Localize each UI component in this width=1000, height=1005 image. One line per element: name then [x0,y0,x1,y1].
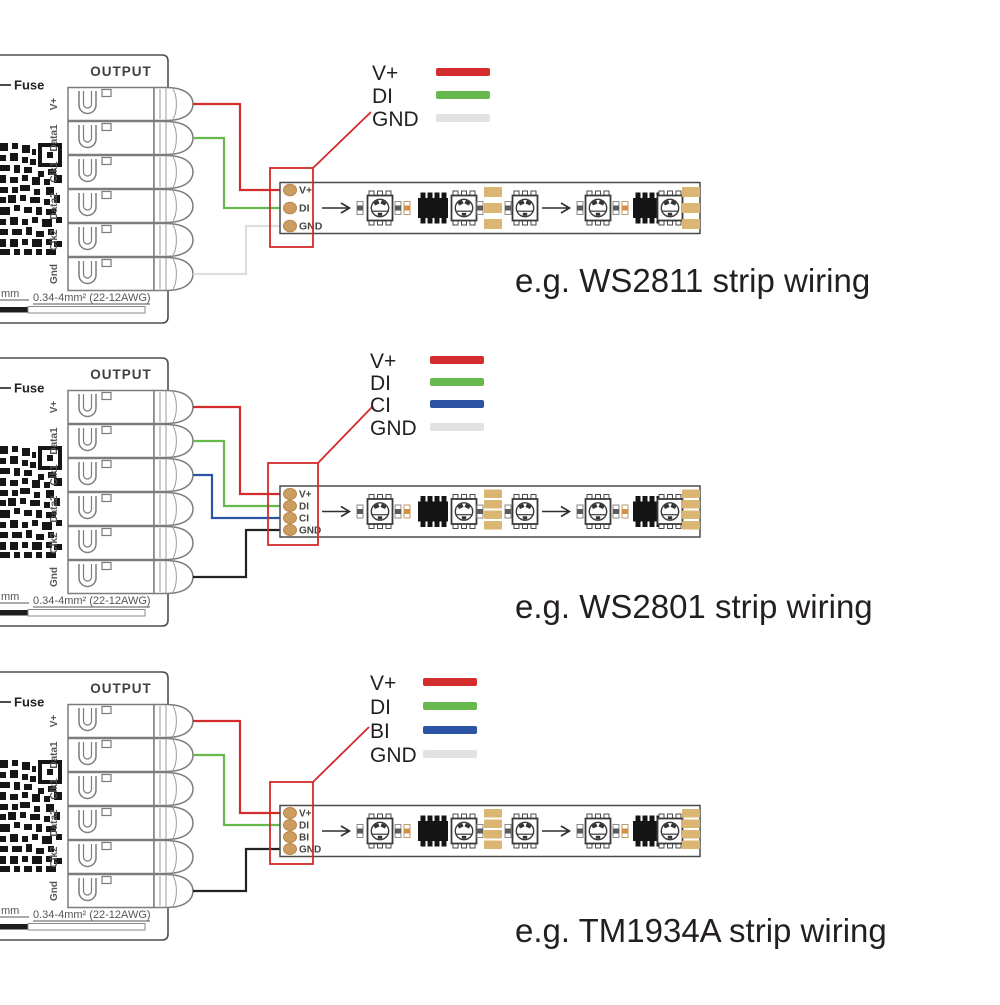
legend-label: CI [370,394,391,417]
section-tm1934a: V+ DI BI GND V+ DI BI GND e.g. TM1934A s… [0,672,887,949]
section-caption: e.g. WS2811 strip wiring [515,262,870,299]
legend-label: DI [372,85,393,108]
wire-ground [193,847,286,893]
led-strip: V+ DI CI GND [279,485,701,538]
legend-label: DI [370,372,391,395]
legend-swatch [430,400,484,408]
pad-label: V+ [299,185,312,197]
pad-label: GND [299,526,321,537]
controller-device [0,672,193,940]
led-strip: V+ DI GND [279,181,701,235]
led-strip: V+ DI BI GND [279,804,701,858]
callout-line [312,726,370,783]
callout-box [269,167,314,248]
legend-swatch [430,378,484,386]
pad-label: GND [299,845,321,856]
section-caption: e.g. TM1934A strip wiring [515,912,887,949]
pad-label: GND [299,221,323,233]
pad-label: V+ [299,490,312,501]
legend-swatch [430,423,484,431]
legend-label: GND [370,744,417,767]
legend-swatch [423,702,477,710]
legend-swatch [436,68,490,76]
pad-label: DI [299,821,309,832]
legend: V+ DI CI GND [370,350,484,440]
legend: V+ DI BI GND [370,672,477,767]
legend: V+ DI GND [372,62,490,131]
legend-swatch [436,91,490,99]
wire-ground [193,224,286,276]
callout-box [269,781,314,865]
pad-label: CI [299,514,309,525]
legend-label: V+ [370,672,396,695]
legend-swatch [430,356,484,364]
callout-line [317,405,374,464]
wire-ground [193,528,286,579]
wire-data [193,753,286,827]
wire-clock [193,473,286,520]
legend-swatch [423,750,477,758]
strip-input-pads [283,807,297,855]
section-ws2811: V+ DI GND V+ DI GND e.g. WS2811 strip wi… [0,55,870,323]
wire-data [193,439,286,508]
pad-label: V+ [299,809,312,820]
legend-label: GND [372,108,419,131]
wire-vplus [193,719,286,815]
controller-device [0,55,193,323]
legend-swatch [423,678,477,686]
strip-input-pads [283,183,297,233]
cut-pads [484,187,502,229]
cut-pads [682,187,700,229]
legend-label: V+ [370,350,396,373]
pad-label: BI [299,833,309,844]
controller-device [0,358,193,626]
pad-label: DI [299,502,309,513]
pad-label: DI [299,203,310,215]
section-caption: e.g. WS2801 strip wiring [515,588,873,625]
legend-label: BI [370,720,390,743]
legend-swatch [436,114,490,122]
legend-label: GND [370,417,417,440]
legend-label: V+ [372,62,398,85]
legend-label: DI [370,696,391,719]
wire-vplus [193,102,286,192]
callout-line [312,111,372,169]
callout-box [267,462,319,546]
wire-vplus [193,405,286,496]
legend-swatch [423,726,477,734]
strip-input-pads [283,488,297,536]
section-ws2801: V+ DI CI GND V+ DI CI GND e.g. WS2801 st… [0,350,873,626]
wire-data [193,136,286,210]
